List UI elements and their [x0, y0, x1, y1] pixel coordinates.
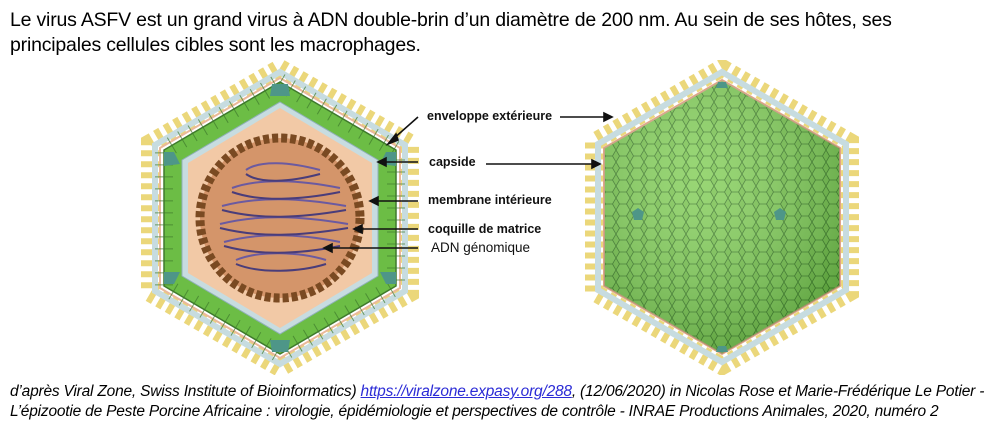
caption-suffix: , (12/06/2020) in Nicolas Rose et Marie-… — [10, 383, 985, 420]
cross-section-diagram — [141, 60, 419, 375]
caption-prefix: d’après Viral Zone, Swiss Institute of B… — [10, 383, 361, 400]
asfv-structure-figure: enveloppe extérieure capside membrane in… — [0, 60, 992, 375]
label-genomic-dna: ADN génomique — [431, 240, 531, 255]
viralzone-link[interactable]: https://viralzone.expasy.org/288 — [360, 383, 572, 400]
surface-view-diagram — [585, 60, 859, 375]
label-arrows — [322, 111, 614, 254]
label-matrix-shell: coquille de matrice — [428, 222, 542, 236]
label-outer-envelope: enveloppe extérieure — [427, 109, 553, 123]
label-inner-membrane: membrane intérieure — [428, 193, 552, 207]
intro-paragraph: Le virus ASFV est un grand virus à ADN d… — [10, 9, 892, 56]
virus-diagrams — [141, 60, 859, 375]
source-caption: d’après Viral Zone, Swiss Institute of B… — [10, 382, 985, 422]
label-capsid: capside — [429, 155, 476, 169]
